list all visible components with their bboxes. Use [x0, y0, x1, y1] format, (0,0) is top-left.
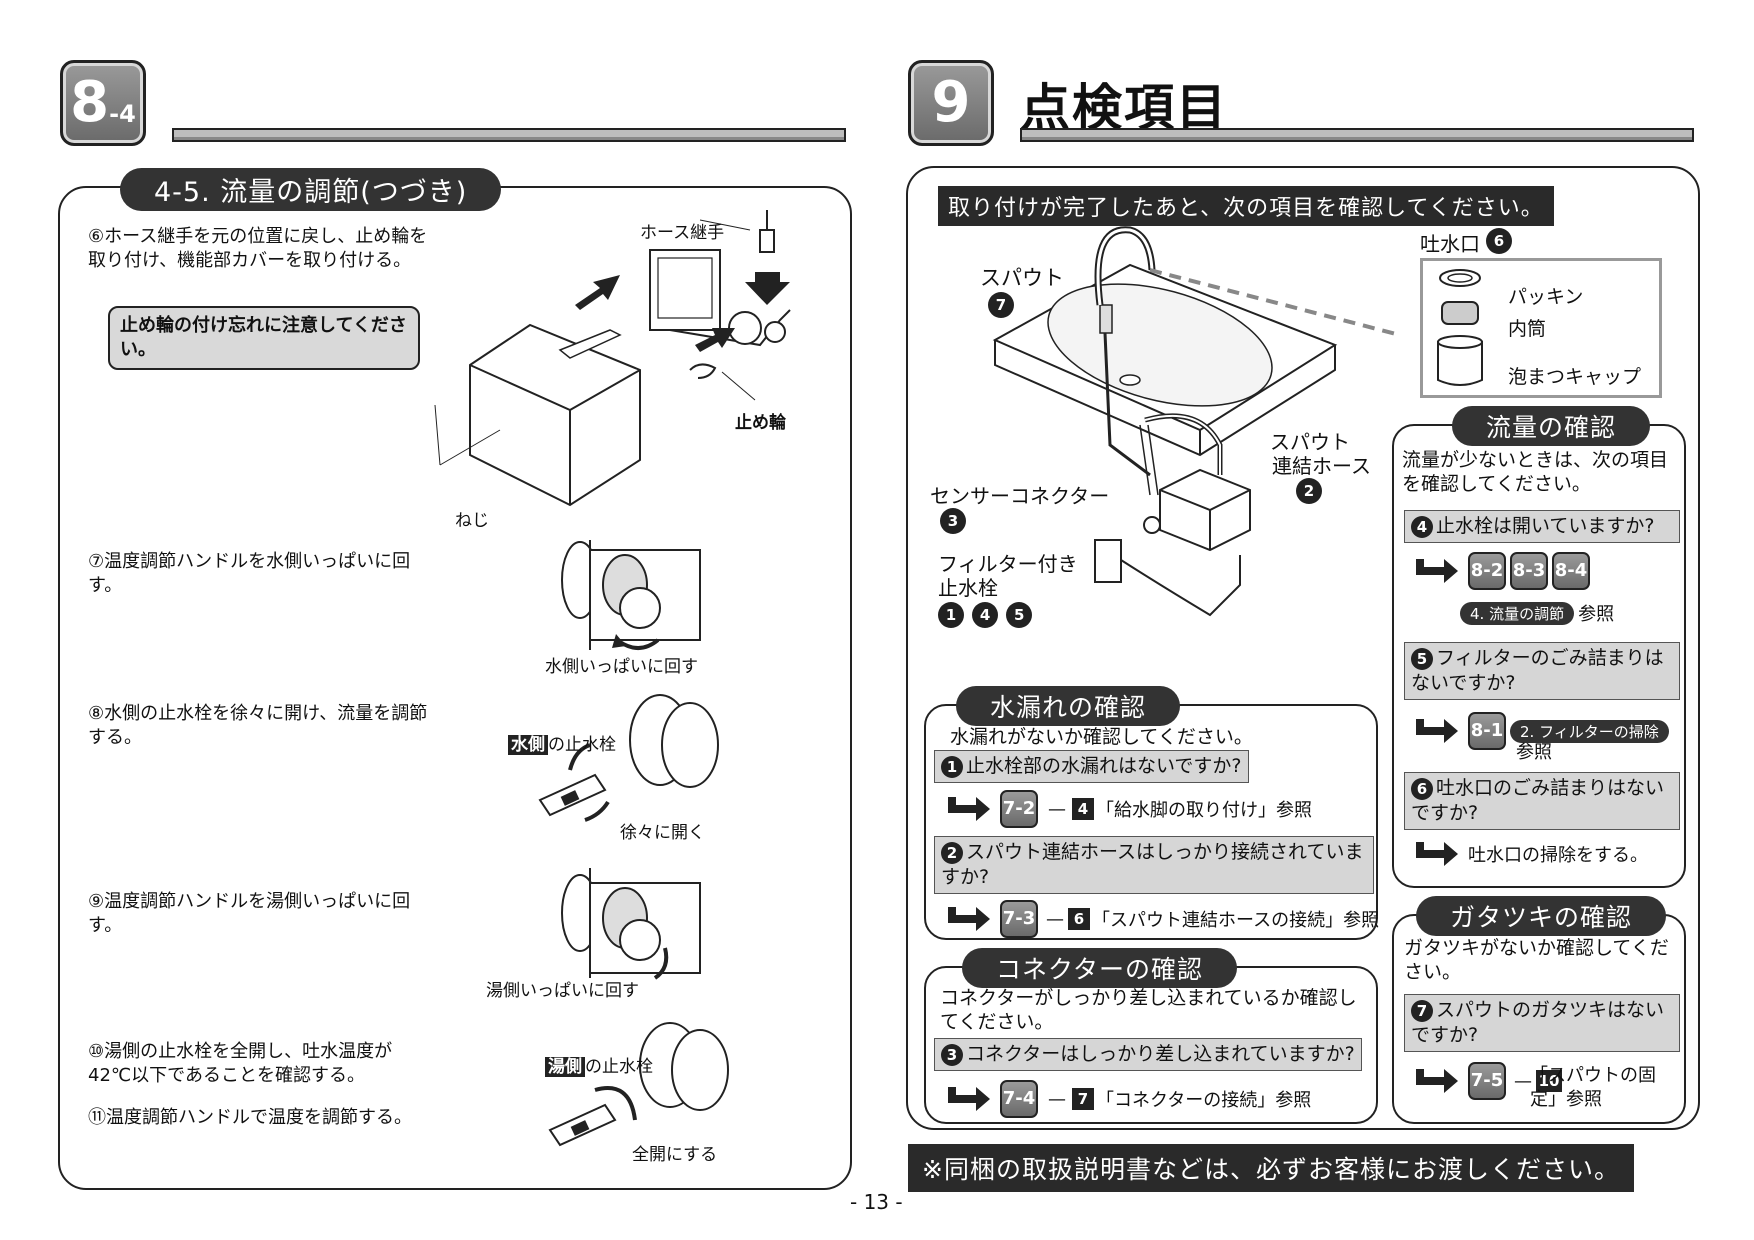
connector-check-title: コネクターの確認: [962, 948, 1238, 988]
fully-open-label: 全開にする: [632, 1145, 718, 1165]
right-arrow-icon: [948, 907, 990, 931]
sink-faucet-illustration: [992, 226, 1401, 617]
packing-label: パッキン: [1508, 286, 1584, 308]
page-title: 点検項目: [1020, 79, 1228, 137]
hot-side-valve-illustration: [548, 1022, 729, 1147]
step-11: ⑪温度調節ハンドルで温度を調節する。: [88, 1107, 412, 1128]
flow-ref5: 8-1 2. フィルターの掃除: [1414, 712, 1669, 750]
right-arrow-icon: [1416, 842, 1458, 866]
hot-side-full-label: 湯側いっぱいに回す: [486, 981, 639, 1001]
intro-bar: 取り付けが完了したあと、次の項目を確認してください。: [938, 186, 1554, 226]
water-side-tag: 水側: [508, 735, 548, 755]
step-7: ⑦温度調節ハンドルを水側いっぱいに回す。: [88, 551, 411, 596]
right-arrow-icon: [948, 1087, 990, 1111]
right-arrow-icon: [1416, 719, 1458, 743]
inner-label: 内筒: [1508, 318, 1547, 340]
screw-label: ねじ: [455, 511, 489, 531]
spout-num: 7: [988, 292, 1017, 318]
footer-note: ※同梱の取扱説明書などは、必ずお客様にお渡しください。: [908, 1144, 1634, 1192]
leak-check-title: 水漏れの確認: [956, 686, 1181, 726]
step-10: ⑩湯側の止水栓を全開し、吐水温度が42℃以下であることを確認する。: [88, 1041, 393, 1086]
right-arrow-icon: [948, 797, 990, 821]
flow-ref5-text: 参照: [1516, 742, 1552, 763]
spout-hose-num: 2: [1296, 478, 1325, 504]
water-side-valve-label: 水側の止水栓: [508, 730, 616, 755]
step-6: ⑥ホース継手を元の位置に戻し、止め輪を取り付け、機能部カバーを取り付ける。: [88, 226, 428, 271]
rattle-ref7-text: 「スパウトの固定」参照: [1530, 1065, 1656, 1110]
foam-cap-label: 泡まつキャップ: [1508, 366, 1642, 388]
right-arrow-icon: [1416, 559, 1458, 583]
hot-side-tag: 湯側: [545, 1057, 585, 1077]
section-badge-9: 9: [908, 60, 994, 146]
filter-valve-label-2: 止水栓: [938, 576, 998, 600]
water-side-full-label: 水側いっぱいに回す: [545, 657, 698, 677]
spout-hose-label-2: 連結ホース: [1272, 454, 1371, 478]
spout-label: スパウト: [980, 266, 1064, 290]
leak-desc: 水漏れがないか確認してください。: [950, 726, 1253, 748]
leak-ref1: 7-2 — 4 「給水脚の取り付け」参照: [946, 790, 1312, 828]
cover-assembly-illustration: [434, 210, 791, 507]
gradually-open-label: 徐々に開く: [620, 823, 705, 843]
hose-joint-label: ホース継手: [640, 223, 725, 243]
connector-desc: コネクターがしっかり差し込まれているか確認してください。: [940, 987, 1357, 1033]
temp-handle-water-illustration: [561, 540, 701, 650]
step-9: ⑨温度調節ハンドルを湯側いっぱいに回す。: [88, 891, 411, 936]
flow-ref6: 吐水口の掃除をする。: [1414, 840, 1648, 868]
filter-valve-label-1: フィルター付き: [938, 552, 1078, 576]
rattle-desc: ガタツキがないか確認してください。: [1404, 937, 1669, 983]
section-badge-8-4: 8-4: [60, 60, 146, 146]
hot-side-valve-label: 湯側の止水栓: [545, 1052, 653, 1077]
outlet-parts-illustration: [1437, 269, 1483, 386]
right-arrow-icon: [1416, 1069, 1458, 1093]
rattle-check-title: ガタツキの確認: [1416, 896, 1667, 936]
connector-ref: 7-4 — 7 「コネクターの接続」参照: [946, 1080, 1311, 1118]
step-8: ⑧水側の止水栓を徐々に開け、流量を調節する。: [88, 703, 428, 748]
sensor-num: 3: [940, 508, 969, 534]
outlet-label: 吐水口: [1420, 232, 1480, 256]
rattle-ref7: 7-5 — 10: [1414, 1062, 1564, 1100]
temp-handle-hot-illustration: [561, 868, 701, 980]
header-rule-left: [172, 128, 846, 142]
sensor-connector-label: センサーコネクター: [930, 484, 1110, 508]
warning-box: 止め輪の付け忘れに注意してください。: [108, 306, 420, 370]
spout-hose-label-1: スパウト: [1270, 430, 1350, 454]
stop-ring-label: 止め輪: [735, 413, 786, 433]
outlet-num: 6: [1486, 228, 1515, 254]
filter-valve-nums: 1 4 5: [938, 602, 1035, 628]
page-number: - 13 -: [850, 1190, 903, 1214]
flow-desc: 流量が少ないときは、次の項目を確認してください。: [1402, 449, 1669, 495]
header-rule-right: [1020, 128, 1694, 142]
flow-check-title: 流量の確認: [1452, 406, 1651, 446]
section-title-pill: 4-5. 流量の調節(つづき): [120, 168, 502, 211]
leak-ref2: 7-3 — 6 「スパウト連結ホースの接続」参照: [946, 900, 1379, 938]
flow-ref4-pill: 4. 流量の調節参照: [1460, 600, 1614, 626]
leak-check-panel: [924, 704, 1378, 940]
water-side-valve-illustration: [538, 694, 719, 822]
flow-ref4: 8-2 8-3 8-4: [1414, 552, 1594, 590]
